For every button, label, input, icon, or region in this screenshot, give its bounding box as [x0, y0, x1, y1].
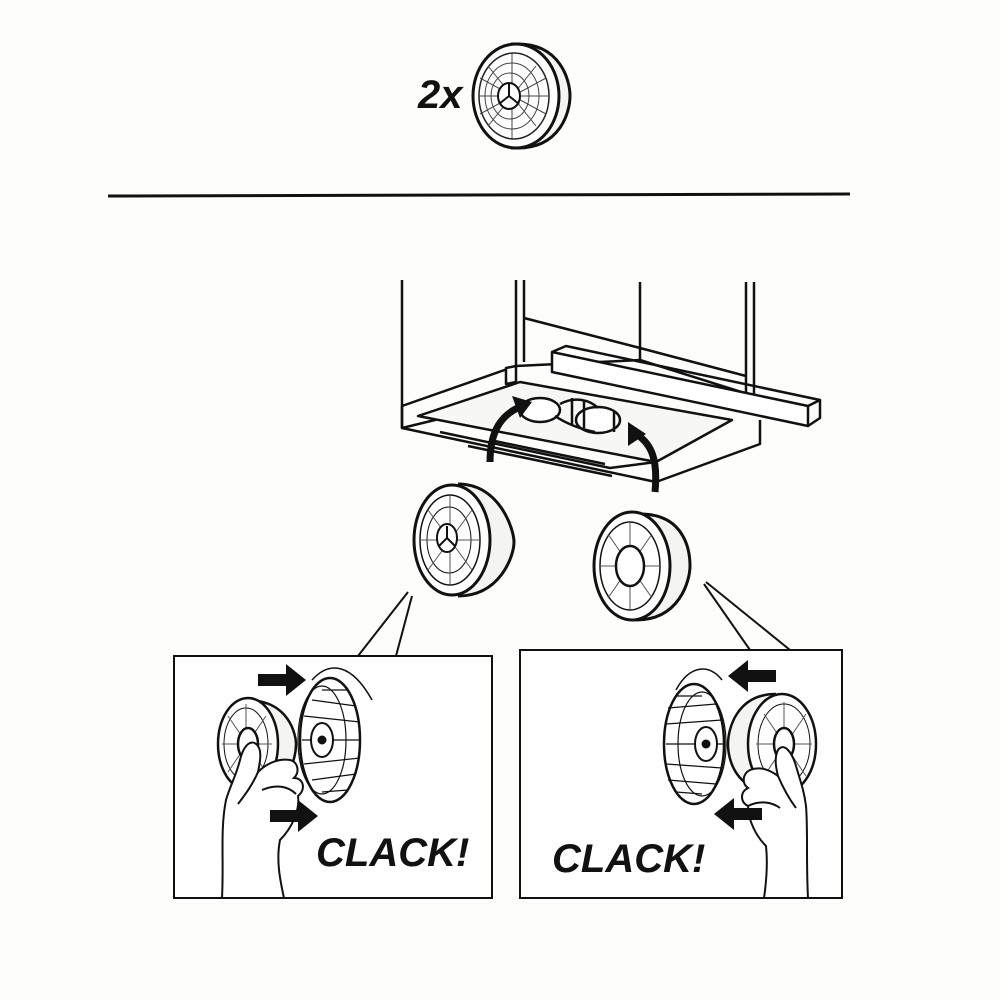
detail-panel-right: CLACK! [519, 649, 843, 899]
clack-label-left: CLACK! [316, 831, 469, 875]
cooker-hood-underside-icon [400, 280, 822, 484]
blower-wheel-icon [662, 668, 727, 806]
clack-label-right: CLACK! [552, 837, 705, 881]
carbon-filter-icon [471, 42, 572, 150]
hand-icon [741, 746, 810, 899]
push-left-arrow-icon [714, 660, 776, 830]
detail-panel-left: CLACK! [173, 655, 493, 899]
push-right-arrow-icon [258, 664, 318, 832]
section-divider [107, 192, 851, 198]
blower-wheel-icon [297, 667, 373, 804]
callout-lines [357, 581, 791, 657]
curved-up-arrow-icon [486, 396, 660, 493]
quantity-label: 2x [417, 73, 464, 117]
filter-disc-icon [412, 482, 692, 622]
